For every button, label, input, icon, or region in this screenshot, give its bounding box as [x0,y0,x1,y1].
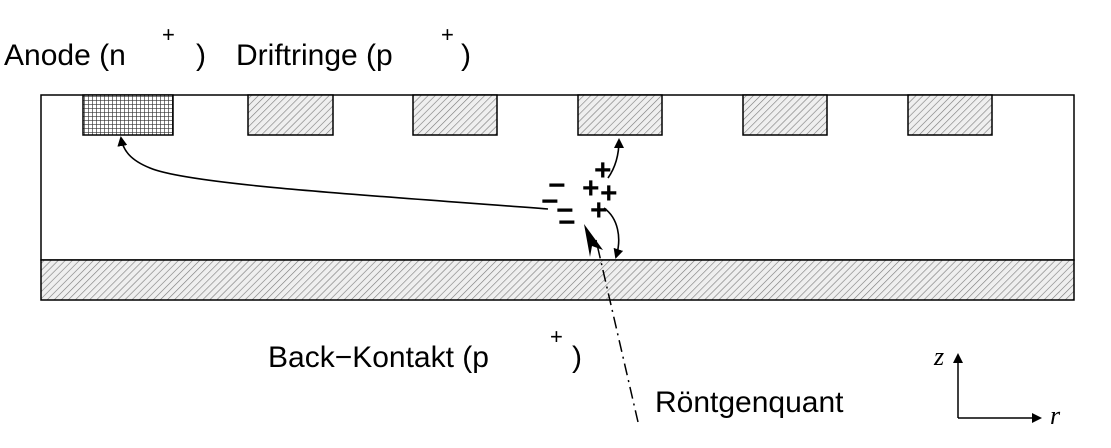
driftringe-superscript: + [441,22,454,47]
back-kontakt-label: Back−Kontakt (p [268,341,489,374]
back-kontakt-superscript: + [550,324,563,349]
anode-label: Anode (n [4,39,126,72]
driftringe-label: Driftringe (p [236,39,393,72]
drift-rings [247,94,993,136]
anode-contact [82,94,174,136]
drift-ring [907,94,993,136]
hole-charge: + [600,177,618,210]
back-contact [40,259,1075,301]
hole-charge: + [582,172,600,205]
electron-charge: − [541,185,559,218]
charge-cloud: − − − − + + + + [541,154,618,239]
drift-ring [577,94,663,136]
r-axis-label: r [1050,401,1061,430]
drift-ring [412,94,498,136]
back-kontakt-label-close: ) [572,341,582,374]
xray-arrowhead [584,224,603,257]
electron-drift-path [117,136,549,210]
detector-bulk [40,94,1075,261]
drift-ring [247,94,334,136]
hole-charge: + [590,194,608,227]
anode-label-close: ) [196,39,206,72]
electron-charge: − [548,169,566,202]
coordinate-axes: z r [933,342,1061,430]
hole-path-to-back [603,207,624,259]
electron-charge: − [558,206,576,239]
driftringe-label-close: ) [461,39,471,72]
drift-ring [742,94,828,136]
anode-superscript: + [162,22,175,47]
hole-path-to-ring [607,138,624,179]
hole-charge: + [594,154,612,187]
roentgenquant-label: Röntgenquant [655,386,844,419]
electron-charge: − [556,194,574,227]
z-axis-label: z [933,342,944,371]
xray-path [595,239,639,423]
